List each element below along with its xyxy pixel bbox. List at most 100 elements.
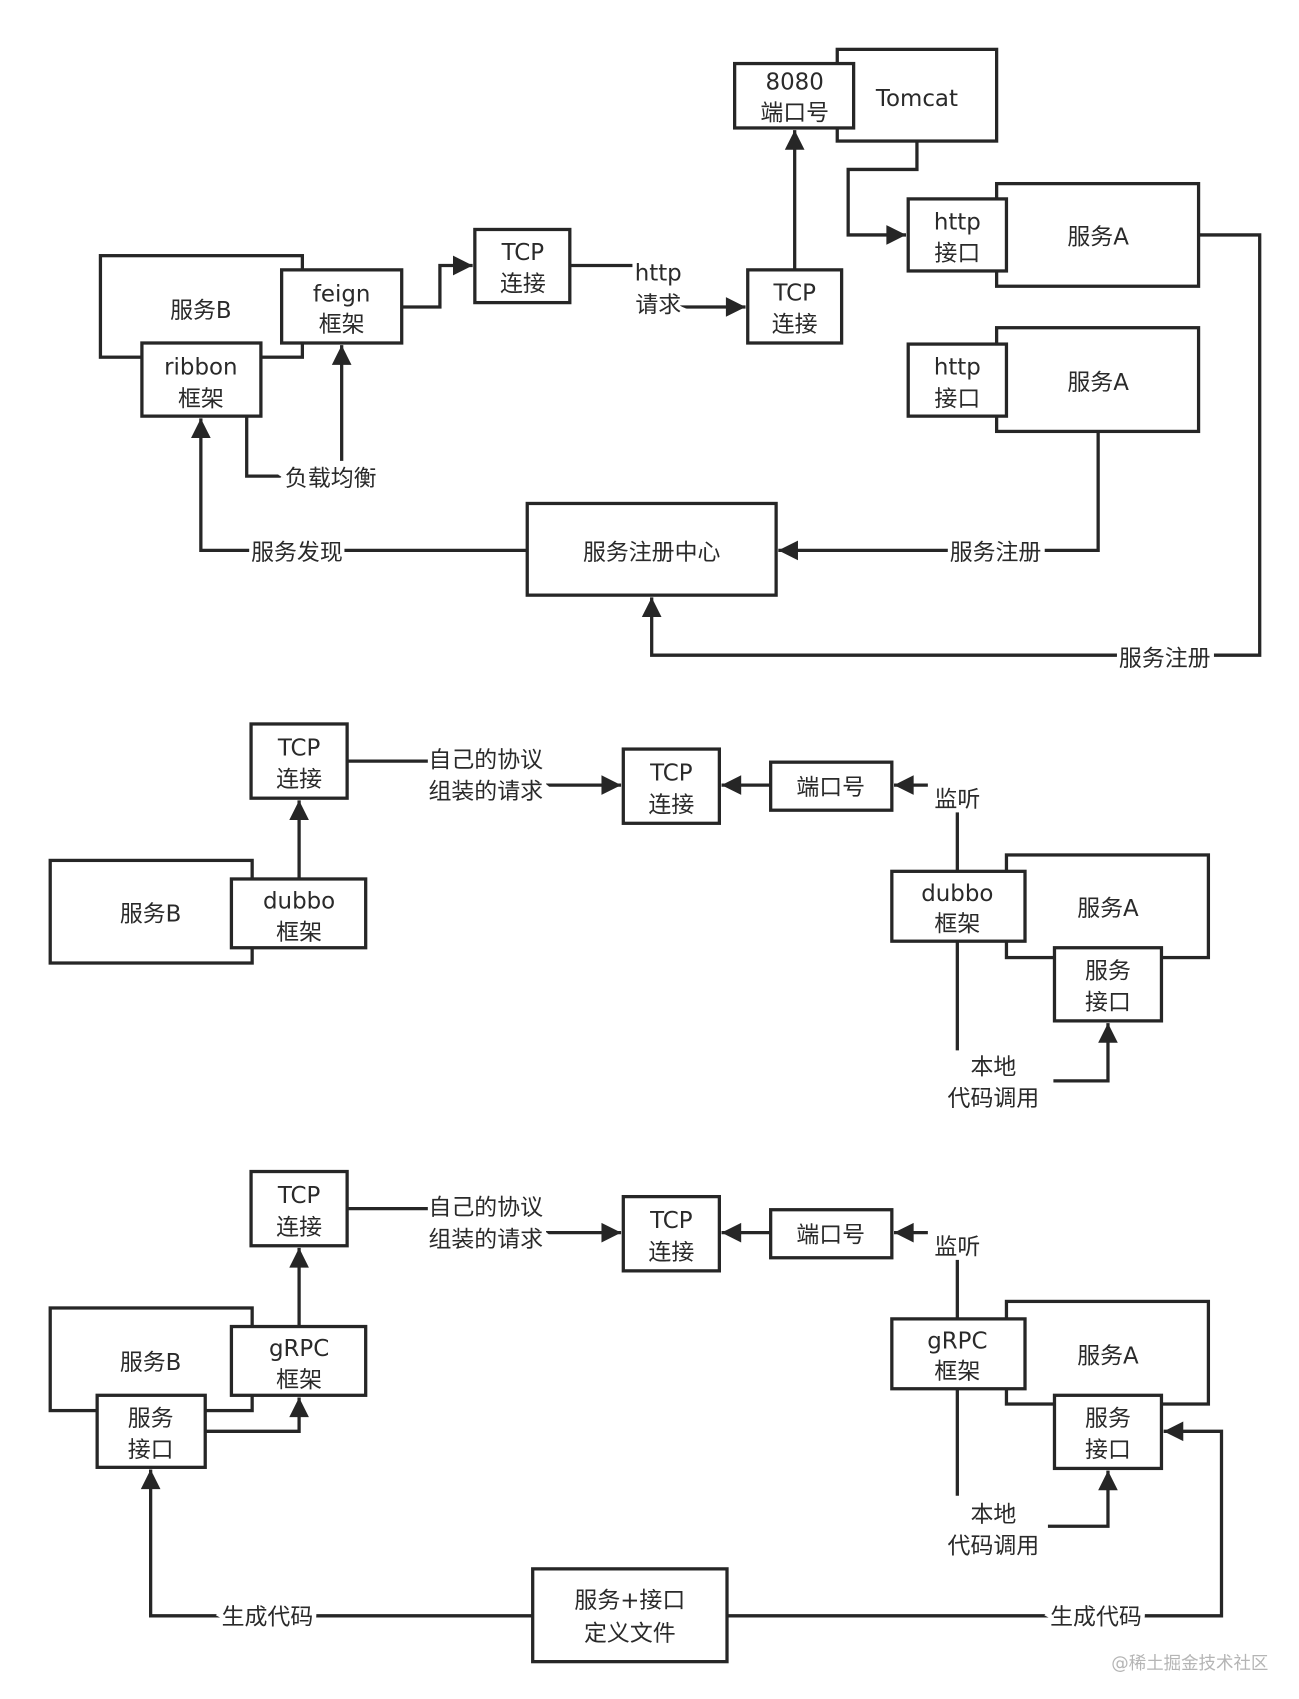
service-a-box-2: 服务A [994, 326, 1201, 434]
own-protocol-label-2: 组装的请求 [428, 779, 543, 805]
svg-text:服务A: 服务A [1077, 896, 1139, 922]
http-interface-box-1: http 接口 [906, 197, 1009, 273]
svg-text:连接: 连接 [500, 272, 546, 298]
own-protocol-label: 自己的协议 [428, 748, 543, 774]
connector-generate-right [727, 1421, 1224, 1618]
generate-code-label-right: 生成代码 [1050, 1604, 1142, 1630]
connector-tomcat-http [846, 141, 919, 245]
svg-text:http: http [934, 355, 981, 381]
register-label-2: 服务注册 [1119, 646, 1211, 672]
dubbo-box-left: dubbo 框架 [229, 877, 368, 950]
svg-text:服务: 服务 [128, 1406, 174, 1432]
svg-text:定义文件: 定义文件 [584, 1621, 676, 1647]
svg-text:服务注册中心: 服务注册中心 [583, 540, 721, 566]
svg-text:gRPC: gRPC [269, 1336, 329, 1362]
generate-code-label-left: 生成代码 [222, 1604, 314, 1630]
load-balance-label: 负载均衡 [285, 466, 377, 492]
svg-text:服务A: 服务A [1077, 1344, 1139, 1370]
http-interface-box-2: http 接口 [906, 342, 1009, 418]
tomcat-box: Tomcat [835, 47, 999, 143]
svg-text:端口号: 端口号 [796, 775, 865, 801]
svg-text:接口: 接口 [934, 241, 980, 267]
svg-text:连接: 连接 [276, 767, 322, 793]
connector-listen-2 [894, 1233, 959, 1319]
connector-load-balance [245, 416, 306, 478]
register-label-1: 服务注册 [950, 540, 1042, 566]
connector-local-call-2 [955, 1388, 1108, 1528]
http-request-label-2: 请求 [635, 292, 681, 318]
svg-text:TCP: TCP [772, 280, 816, 306]
svg-text:8080: 8080 [766, 70, 824, 96]
feign-box: feign 框架 [279, 268, 404, 345]
discovery-label: 服务发现 [251, 540, 343, 566]
svg-text:框架: 框架 [934, 1359, 980, 1385]
tcp-box-1: TCP 连接 [473, 227, 572, 305]
svg-text:服务B: 服务B [120, 901, 182, 927]
svg-text:连接: 连接 [648, 1240, 694, 1266]
svg-text:TCP: TCP [501, 240, 545, 266]
service-a-box-3: 服务A [1004, 853, 1211, 960]
connector-discovery [191, 418, 528, 553]
svg-text:框架: 框架 [276, 920, 322, 946]
connector-protocol [347, 761, 621, 785]
svg-text:连接: 连接 [772, 312, 818, 338]
ribbon-box: ribbon 框架 [140, 341, 263, 418]
svg-text:服务A: 服务A [1067, 370, 1129, 396]
tcp-box-2: TCP 连接 [746, 268, 844, 345]
service-b-box-2: 服务B [48, 858, 254, 965]
grpc-box-left: gRPC 框架 [229, 1324, 368, 1397]
connector-register-2 [641, 233, 1262, 657]
own-protocol-label-3: 自己的协议 [428, 1195, 543, 1221]
svg-text:feign: feign [313, 281, 371, 307]
listen-label-2: 监听 [934, 1234, 980, 1260]
svg-text:http: http [934, 209, 981, 235]
port-box: 端口号 [769, 760, 894, 812]
svg-text:服务B: 服务B [120, 1350, 182, 1376]
svg-text:框架: 框架 [319, 312, 365, 338]
port-8080-box: 8080 端口号 [733, 61, 856, 130]
svg-text:服务B: 服务B [170, 298, 232, 324]
svg-text:ribbon: ribbon [164, 355, 237, 381]
registry-box: 服务注册中心 [525, 501, 778, 597]
svg-text:Tomcat: Tomcat [875, 86, 958, 112]
connector-generate-left [140, 1469, 533, 1618]
connector-protocol-2 [347, 1209, 621, 1233]
service-b-box: 服务B [98, 254, 305, 359]
svg-text:gRPC: gRPC [927, 1328, 987, 1354]
svg-text:服务: 服务 [1085, 958, 1131, 984]
svg-text:接口: 接口 [1085, 1437, 1131, 1463]
svg-text:服务A: 服务A [1067, 225, 1129, 251]
svg-text:dubbo: dubbo [263, 888, 335, 914]
tcp-box-3: TCP 连接 [249, 722, 349, 800]
svg-text:接口: 接口 [934, 386, 980, 412]
connector-listen [894, 785, 959, 872]
svg-text:框架: 框架 [934, 911, 980, 937]
listen-label: 监听 [934, 787, 980, 813]
local-call-label-3: 本地 [970, 1502, 1016, 1528]
connector-register-1 [778, 431, 1100, 561]
diagram-feign-ribbon: Tomcat 8080 端口号 服务A http 接口 服务A http 接口 服务B… [98, 47, 1262, 676]
connector-feign-tcp [401, 255, 473, 309]
svg-text:连接: 连接 [648, 792, 694, 818]
svg-text:框架: 框架 [276, 1368, 322, 1394]
svg-text:框架: 框架 [178, 386, 224, 412]
svg-text:端口号: 端口号 [760, 100, 829, 126]
grpc-box-right: gRPC 框架 [890, 1317, 1027, 1391]
svg-text:接口: 接口 [128, 1437, 174, 1463]
connector-http-request [569, 263, 746, 306]
svg-text:TCP: TCP [277, 736, 321, 762]
own-protocol-label-4: 组装的请求 [428, 1227, 543, 1253]
svg-text:端口号: 端口号 [796, 1222, 865, 1248]
port-box-2: 端口号 [769, 1208, 894, 1260]
http-request-label: http [635, 261, 682, 287]
